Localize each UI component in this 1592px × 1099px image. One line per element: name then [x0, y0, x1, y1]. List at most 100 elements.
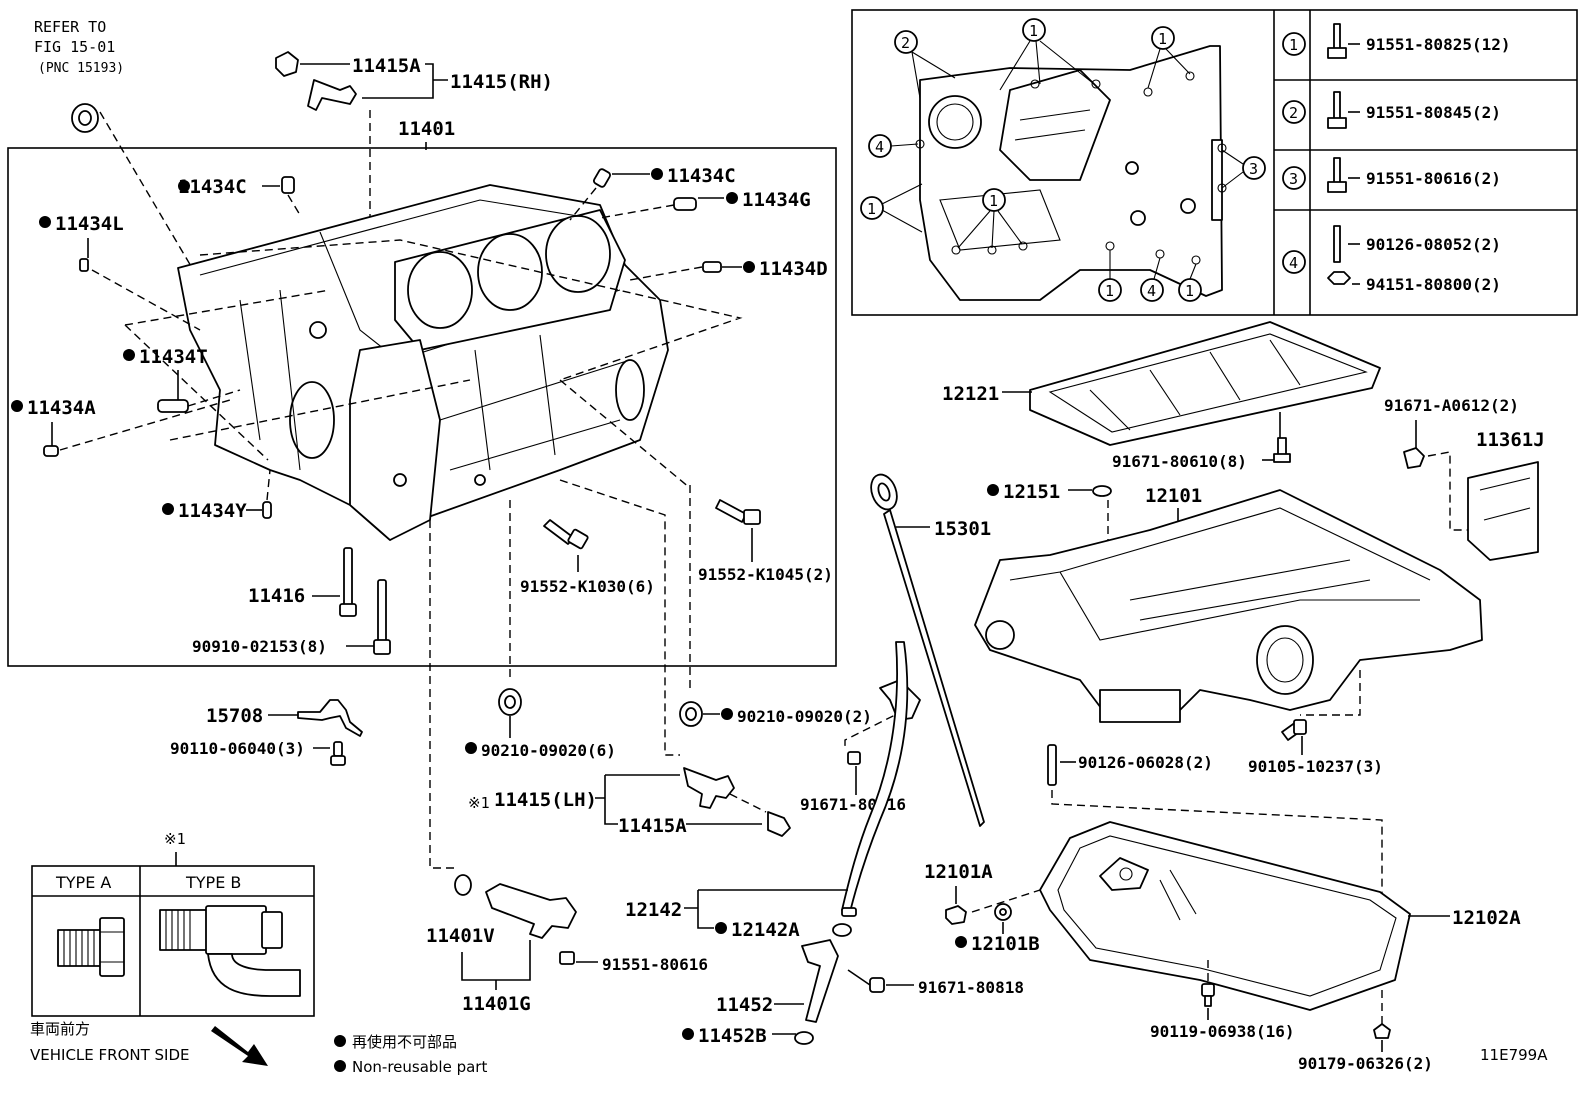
label-91671-A0612: 91671-A0612(2) — [1384, 396, 1519, 415]
timing-chain-cover — [915, 45, 1227, 301]
block-frame — [7, 147, 837, 667]
label-11415A-top: 11415A — [352, 55, 421, 77]
label-90179: 90179-06326(2) — [1298, 1054, 1433, 1073]
front-arrow-icon — [211, 1026, 268, 1066]
svg-text:3: 3 — [1289, 170, 1298, 188]
label-11401V: 11401V — [426, 925, 495, 947]
label-11452: 11452 — [716, 994, 773, 1016]
svg-text:91551-80845(2): 91551-80845(2) — [1366, 103, 1501, 122]
label-90210-6: 90210-09020(6) — [481, 741, 616, 760]
type-b-fitting — [159, 905, 301, 997]
label-11434A: 11434A — [27, 397, 96, 419]
label-12142: 12142 — [625, 899, 682, 921]
refer-line3: (PNC 15193) — [38, 61, 124, 76]
type-a-label: TYPE A — [55, 873, 111, 892]
label-91671-80816: 91671-80816 — [800, 795, 906, 814]
label-12101A: 12101A — [924, 861, 993, 883]
label-11434G: 11434G — [742, 189, 811, 211]
label-11434T: 11434T — [139, 346, 208, 368]
vehicle-front-en: VEHICLE FRONT SIDE — [30, 1046, 190, 1064]
svg-text:4: 4 — [1289, 254, 1298, 272]
type-box — [31, 865, 315, 1017]
label-90210-2: 90210-09020(2) — [737, 707, 872, 726]
svg-text:94151-80800(2): 94151-80800(2) — [1366, 275, 1501, 294]
label-11434L: 11434L — [55, 213, 124, 235]
label-91552-k1045: 91552-K1045(2) — [698, 565, 833, 584]
label-12151: 12151 — [1003, 481, 1060, 503]
label-11361J: 11361J — [1476, 429, 1545, 451]
refer-line2: FIG 15-01 — [34, 38, 115, 56]
label-11401: 11401 — [398, 118, 455, 140]
bolt-91552-k1045 — [715, 499, 761, 525]
svg-text:4: 4 — [875, 138, 884, 156]
oil-level-tube-11452 — [801, 939, 839, 1023]
label-11434C-left: 11434C — [178, 176, 247, 198]
figure-id: 11E799A — [1480, 1046, 1548, 1064]
svg-text:3: 3 — [1249, 160, 1258, 178]
inset-table: 1 91551-80825(12) 2 91551-80845(2) 3 915… — [1282, 23, 1511, 294]
type-a-fitting — [57, 917, 125, 977]
label-91671-80610: 91671-80610(8) — [1112, 452, 1247, 471]
label-90110: 90110-06040(3) — [170, 739, 305, 758]
label-11415-lh-mark: ※1 — [468, 794, 490, 812]
bolt-91552-k1030 — [543, 519, 589, 550]
svg-text:1: 1 — [1029, 22, 1038, 40]
nonreusable-dot — [178, 180, 190, 192]
label-90119: 90119-06938(16) — [1150, 1022, 1295, 1041]
label-91671-80818: 91671-80818 — [918, 978, 1024, 997]
label-11401G: 11401G — [462, 993, 531, 1015]
oil-pressure-switch-lh — [683, 767, 791, 837]
nonreusable-dot-icon — [334, 1060, 346, 1072]
label-12121: 12121 — [942, 383, 999, 405]
table-part: 91551-80825(12) — [1366, 35, 1511, 54]
label-11434D: 11434D — [759, 258, 828, 280]
type-b-label: TYPE B — [185, 873, 241, 892]
svg-text:2: 2 — [1289, 104, 1298, 122]
label-11452B: 11452B — [698, 1025, 767, 1047]
label-11434Y: 11434Y — [178, 500, 247, 522]
drain-plug-12101a — [945, 905, 967, 925]
label-91552-k1030: 91552-K1030(6) — [520, 577, 655, 596]
lower-oil-pan-12102a — [1039, 821, 1411, 1011]
svg-text:1: 1 — [867, 200, 876, 218]
svg-text:1: 1 — [1185, 282, 1194, 300]
stud-bolt-part — [339, 547, 391, 655]
label-11416: 11416 — [248, 585, 305, 607]
svg-text:4: 4 — [1147, 282, 1156, 300]
svg-text:1: 1 — [1158, 30, 1167, 48]
svg-text:1: 1 — [989, 192, 998, 210]
oil-pressure-switch-rh — [275, 51, 357, 111]
refer-line1: REFER TO — [34, 18, 106, 36]
inset-box — [851, 9, 1578, 316]
label-90126-06028: 90126-06028(2) — [1078, 753, 1213, 772]
label-11415A-bottom: 11415A — [618, 815, 687, 837]
label-15708: 15708 — [206, 705, 263, 727]
nonreusable-en: Non-reusable part — [352, 1058, 487, 1076]
label-91551-80616: 91551-80616 — [602, 955, 708, 974]
dipstick-guide-12142 — [841, 641, 909, 917]
label-90105: 90105-10237(3) — [1248, 757, 1383, 776]
label-15301: 15301 — [934, 518, 991, 540]
svg-text:90126-08052(2): 90126-08052(2) — [1366, 235, 1501, 254]
nonreusable-jp: 再使用不可部品 — [352, 1033, 457, 1051]
vehicle-front-jp: 車両前方 — [30, 1020, 90, 1038]
oil-control-valve-11401g — [485, 883, 577, 939]
svg-text:2: 2 — [901, 34, 910, 52]
label-90910: 90910-02153(8) — [192, 637, 327, 656]
oil-pan-baffle-12121 — [1029, 321, 1381, 446]
cylinder-block-11401 — [177, 184, 669, 541]
label-12101: 12101 — [1145, 485, 1202, 507]
type-box-mark: ※1 — [164, 830, 186, 848]
table-row-num: 1 — [1289, 36, 1298, 54]
o-ring-12142a — [832, 923, 852, 937]
svg-text:91551-80616(2): 91551-80616(2) — [1366, 169, 1501, 188]
label-11415-lh: 11415(LH) — [494, 789, 597, 811]
nonreusable-dot-icon — [334, 1035, 346, 1047]
dipstick-15301 — [870, 473, 985, 827]
label-12101B: 12101B — [971, 933, 1040, 955]
label-12102A: 12102A — [1452, 907, 1521, 929]
label-11415-rh: 11415(RH) — [450, 71, 553, 93]
svg-text:1: 1 — [1105, 282, 1114, 300]
label-12142A: 12142A — [731, 919, 800, 941]
bracket-15708 — [297, 699, 363, 737]
